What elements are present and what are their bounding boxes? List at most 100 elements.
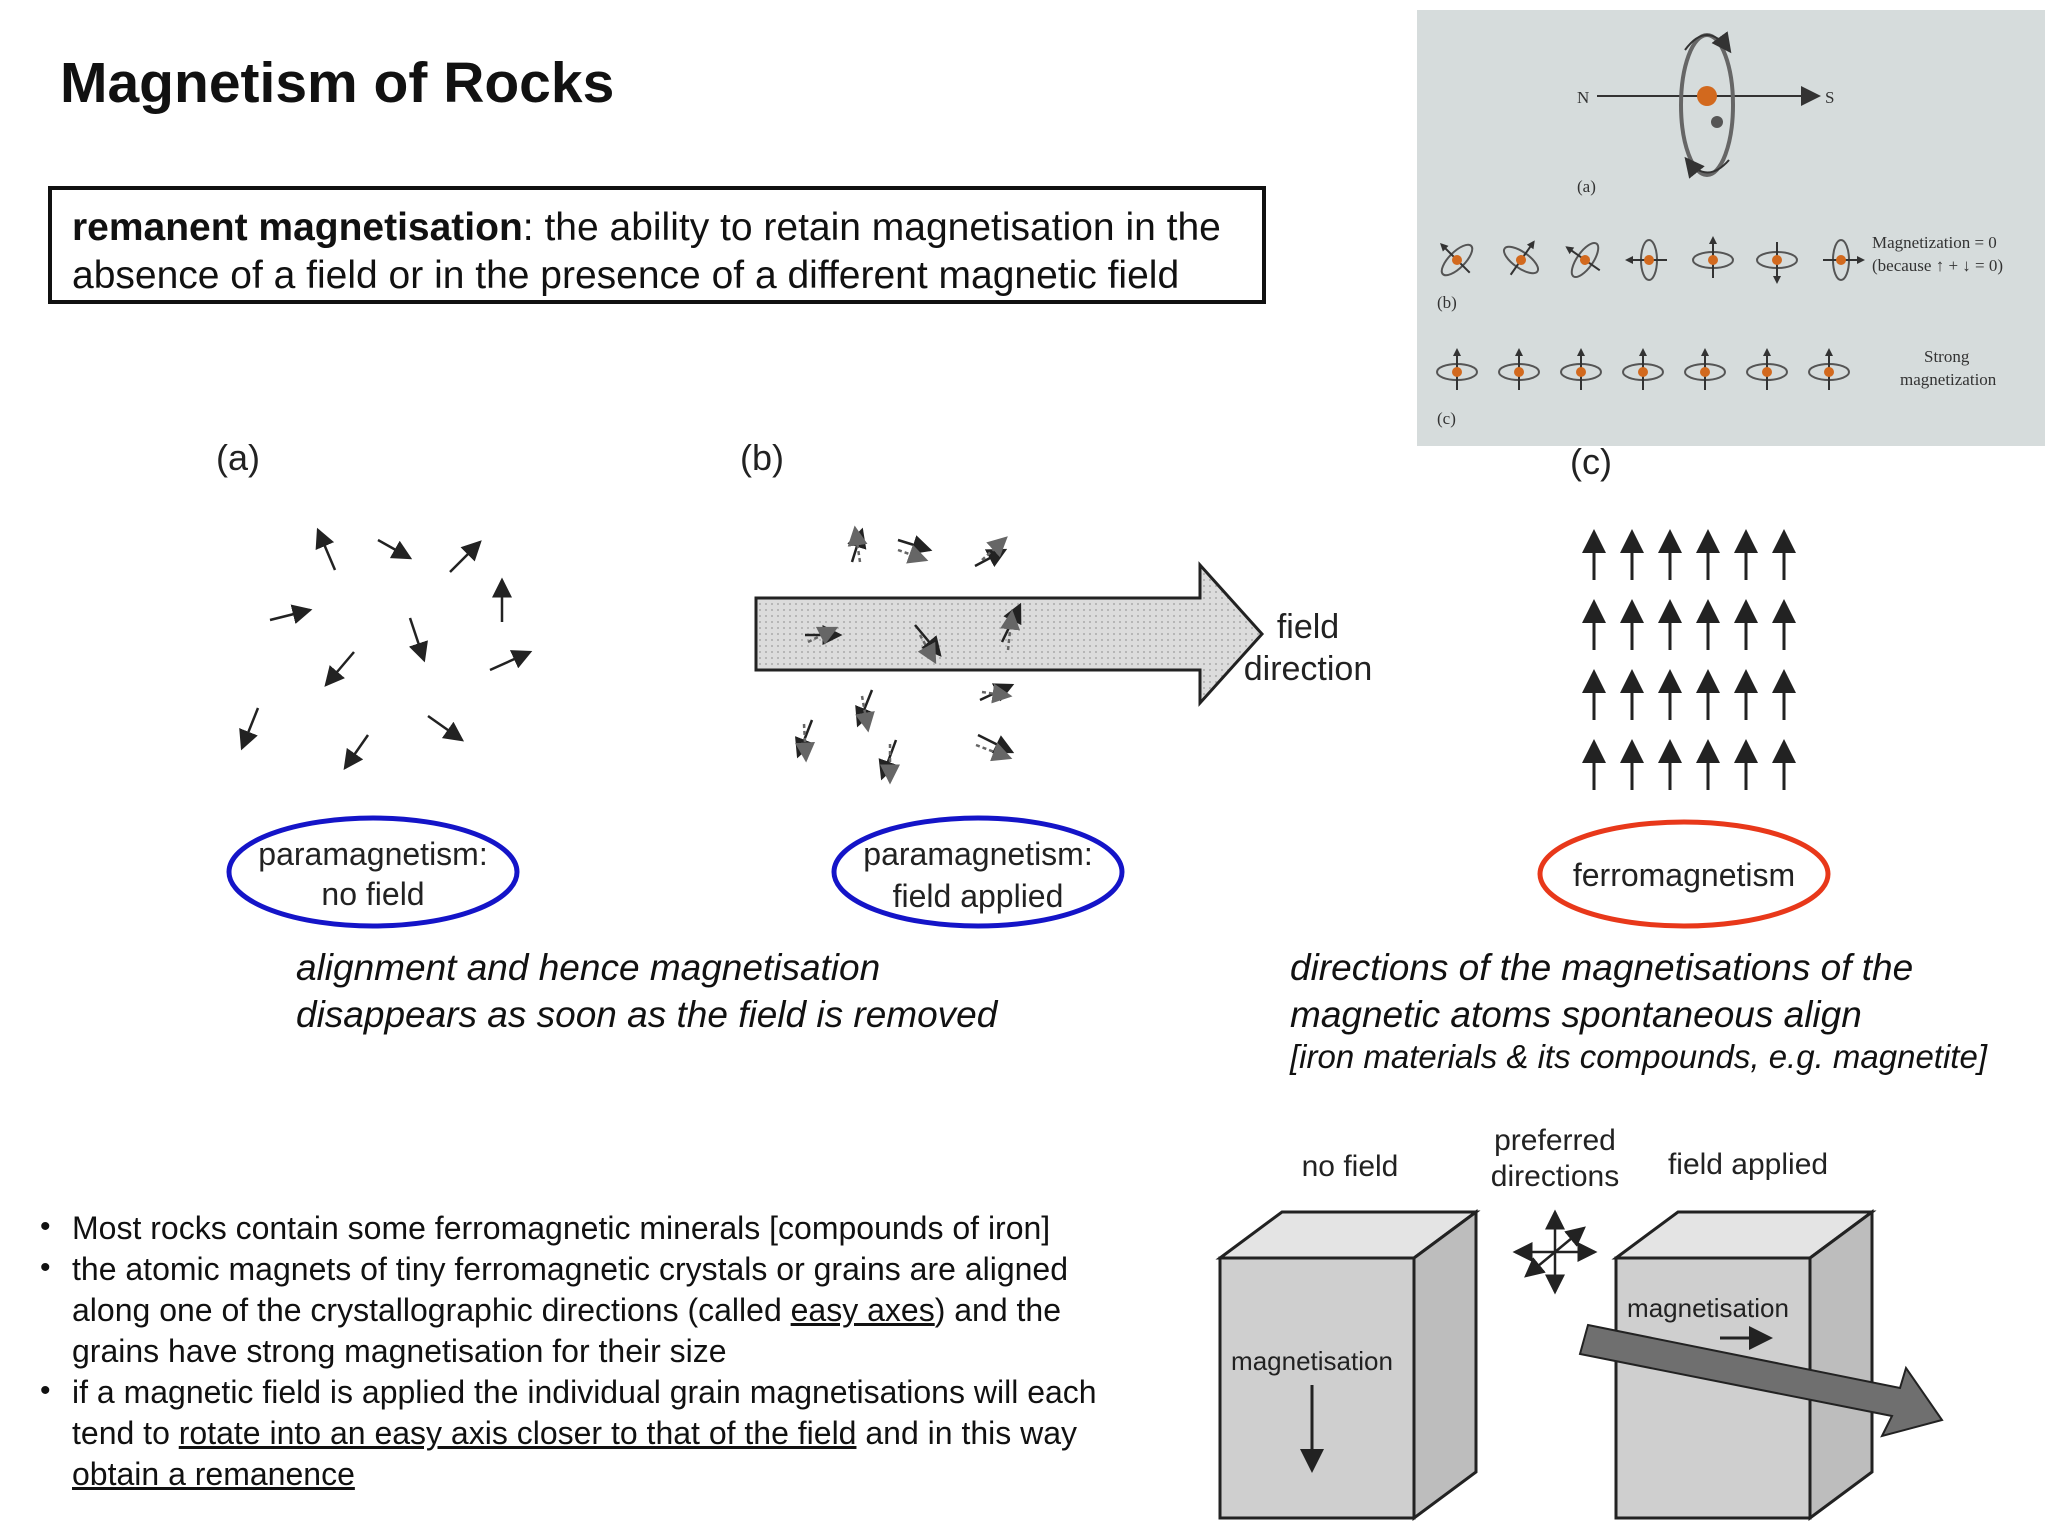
bullet-item: if a magnetic field is applied the indiv…	[38, 1370, 1188, 1495]
arrow-pair	[847, 525, 868, 563]
photo-label-a: (a)	[1577, 177, 1596, 196]
no-field-label: no field	[1302, 1150, 1399, 1183]
ellipse-a-line2: no field	[321, 876, 424, 912]
north-label: N	[1577, 88, 1589, 107]
arrow	[315, 527, 337, 571]
caption-ferromagnetism: directions of the magnetisations of the …	[1290, 944, 1913, 1038]
crystal-grain-diagram: no field preferred directions field appl…	[1215, 1124, 1944, 1521]
definition-line2: absence of a field or in the presence of…	[72, 254, 1180, 297]
random-atom-row	[1440, 236, 1865, 284]
bullet-text: ) and the	[934, 1292, 1062, 1328]
strong-magnetization-note-1: Strong	[1924, 347, 1970, 366]
bullet-text: the atomic magnets of tiny ferromagnetic…	[72, 1251, 1069, 1287]
atom-magnet	[1625, 239, 1667, 281]
atomic-magnet-illustration: N S (a) (b) Magnetization = 0 (because ↑…	[1436, 31, 2003, 428]
caption-left-line2: disappears as soon as the field is remov…	[296, 994, 998, 1035]
ellipse-a-line1: paramagnetism:	[258, 836, 487, 872]
underlined-term: rotate into an easy axis closer to that …	[178, 1415, 857, 1451]
ellipse-b-line2: field applied	[893, 878, 1064, 914]
spin-arrow-bottom	[1684, 156, 1730, 179]
magnetisation-label-left: magnetisation	[1231, 1346, 1393, 1376]
arrow	[449, 540, 482, 573]
bullet-item: Most rocks contain some ferromagnetic mi…	[38, 1206, 1188, 1249]
atom-magnet	[1502, 240, 1540, 276]
bullet-item: the atomic magnets of tiny ferromagnetic…	[38, 1247, 1188, 1372]
magnetisation-label-right: magnetisation	[1627, 1293, 1789, 1323]
caption-right-line1: directions of the magnetisations of the	[1290, 947, 1914, 988]
preferred-label-2: directions	[1491, 1160, 1619, 1193]
bullet-list: Most rocks contain some ferromagnetic mi…	[38, 1206, 1188, 1495]
atom-magnet	[1684, 348, 1726, 390]
atom-magnet	[1756, 242, 1798, 284]
atom-magnet	[1565, 241, 1601, 279]
arrow	[324, 651, 355, 687]
ellipse-ferromagnetism	[1537, 819, 1831, 929]
field-applied-label: field applied	[1668, 1148, 1828, 1181]
arrow-pair	[979, 683, 1015, 704]
panel-b-label: (b)	[740, 437, 784, 478]
atom-magnet	[1692, 236, 1734, 278]
caption-left-line1: alignment and hence magnetisation	[296, 947, 881, 988]
atom-magnet	[1436, 348, 1478, 390]
cube-field-applied: magnetisation	[1578, 1209, 1944, 1521]
preferred-directions-icon	[1512, 1209, 1598, 1295]
south-label: S	[1825, 88, 1834, 107]
panel-c: (c) ferromagnetism	[1537, 441, 1831, 929]
atom-magnet	[1808, 348, 1850, 390]
arrow-pair	[878, 739, 900, 785]
caption-ferro-note: [iron materials & its compounds, e.g. ma…	[1290, 1038, 1987, 1075]
atom-magnet	[1560, 348, 1602, 390]
bullet-text: along one of the crystallographic direct…	[72, 1292, 791, 1328]
bullet-text: tend to	[72, 1415, 179, 1451]
atom-magnet	[1823, 239, 1865, 281]
aligned-atom-row	[1436, 348, 1850, 390]
bullet-text: grains have strong magnetisation for the…	[72, 1333, 727, 1369]
definition-line1: : the ability to retain magnetisation in…	[522, 206, 1221, 249]
arrow	[427, 714, 465, 742]
atom-magnet	[1440, 243, 1474, 277]
bullet-text: if a magnetic field is applied the indiv…	[72, 1374, 1097, 1410]
arrow-pair	[1000, 602, 1022, 651]
magnetization-zero-reason: (because ↑ + ↓ = 0)	[1872, 256, 2003, 275]
arrow	[239, 707, 260, 751]
arrow	[489, 650, 533, 672]
panel-c-arrow-grid	[1582, 529, 1796, 790]
arrow-pair	[897, 535, 933, 564]
panel-c-label-text: (c)	[1570, 441, 1612, 482]
photo-label-b: (b)	[1437, 293, 1457, 312]
magnetism-panels: (a) (b) field direction paramagneti	[216, 437, 1372, 929]
strong-magnetization-note-2: magnetization	[1900, 370, 1997, 389]
atomic-magnet-photo: N S (a) (b) Magnetization = 0 (because ↑…	[1417, 10, 2045, 446]
ellipse-c-text: ferromagnetism	[1573, 857, 1795, 893]
atom-magnet	[1498, 348, 1540, 390]
page-title: Magnetism of Rocks	[60, 51, 615, 115]
photo-label-c: (c)	[1437, 409, 1456, 428]
panel-b-arrows	[795, 525, 1022, 785]
arrow	[343, 734, 370, 771]
atom-magnet	[1746, 348, 1788, 390]
arrow-pair	[914, 624, 942, 665]
caption-paramagnetism: alignment and hence magnetisation disapp…	[296, 944, 997, 1038]
arrow-pair	[974, 536, 1008, 568]
arrow	[269, 604, 313, 624]
atom-magnet	[1622, 348, 1664, 390]
arrow-pair	[805, 625, 843, 645]
arrow-pair	[795, 719, 816, 763]
ellipse-paramagnetism-no-field	[226, 815, 520, 929]
caption-right-line2: magnetic atoms spontaneous align	[1290, 994, 1862, 1035]
spin-arrow-top	[1684, 31, 1732, 54]
ellipse-paramagnetism-field-applied	[831, 815, 1125, 929]
arrow-pair	[855, 689, 875, 733]
nucleus-dot	[1697, 86, 1717, 106]
underlined-term: obtain a remanence	[72, 1456, 355, 1492]
arrow	[408, 617, 428, 663]
cube-no-field: magnetisation	[1215, 1209, 1481, 1521]
definition-term: remanent magnetisation	[72, 206, 523, 249]
magnetization-zero-note: Magnetization = 0	[1872, 233, 1997, 252]
ellipse-b-line1: paramagnetism:	[863, 836, 1092, 872]
bullet-text: and in this way	[856, 1415, 1078, 1451]
preferred-label-1: preferred	[1494, 1124, 1616, 1157]
arrow	[377, 538, 413, 560]
arrow-pair	[975, 733, 1015, 762]
definition-box: remanent magnetisation: the ability to r…	[48, 186, 1266, 304]
